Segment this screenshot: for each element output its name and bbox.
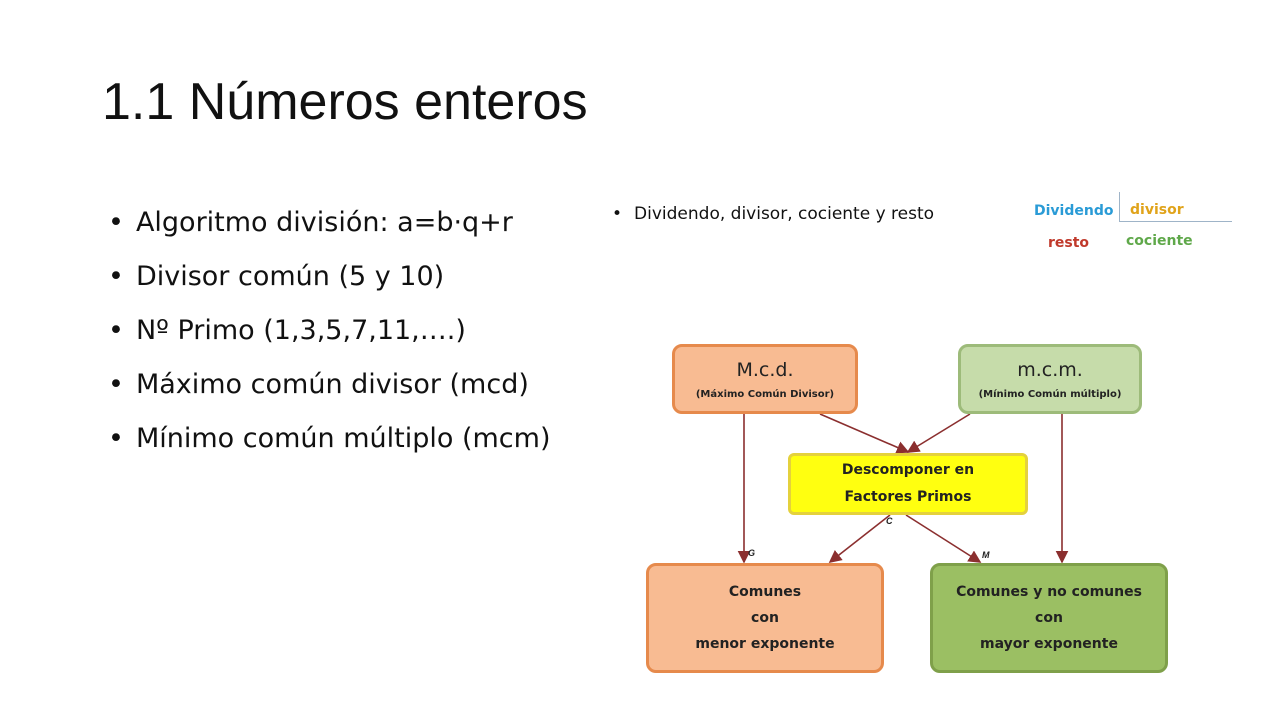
comunes-box: Comunes con menor exponente [646, 563, 884, 673]
no-comunes-line-1: Comunes y no comunes [956, 584, 1142, 600]
bullet-item: Máximo común divisor (mcd) [108, 358, 550, 412]
mcd-subtitle: (Máximo Común Divisor) [695, 388, 835, 400]
bullet-list: Algoritmo división: a=b·q+r Divisor comú… [108, 196, 551, 466]
mcd-title: M.c.d. [736, 358, 794, 381]
descomponer-box: Descomponer en Factores Primos [788, 453, 1028, 515]
mcm-title: m.c.m. [1017, 358, 1083, 381]
dividendo-label: Dividendo [1034, 203, 1114, 219]
bullet-item: Algoritmo división: a=b·q+r [108, 196, 550, 250]
arrow-desc-to-comunes [828, 514, 891, 563]
no-comunes-line-3: mayor exponente [980, 636, 1118, 652]
mcm-subtitle: (Mínimo Común múltiplo) [978, 388, 1122, 400]
bullet-item: Nº Primo (1,3,5,7,11,….) [108, 304, 550, 358]
no-comunes-line-2: con [1035, 610, 1063, 626]
mcd-box: M.c.d. (Máximo Común Divisor) [672, 344, 858, 414]
comunes-line-3: menor exponente [695, 636, 835, 652]
diagram-arrows [737, 413, 1069, 564]
arrow-label-g: G [748, 548, 756, 558]
descomponer-line-2: Factores Primos [844, 489, 972, 505]
division-schema: Dividendo divisor resto cociente [1024, 190, 1234, 256]
descomponer-line-1: Descomponer en [841, 462, 975, 478]
arrow-label-m: M [982, 550, 990, 560]
division-horizontal-line [1120, 221, 1232, 222]
mcm-box: m.c.m. (Mínimo Común múltiplo) [958, 344, 1142, 414]
comunes-line-2: con [751, 610, 779, 626]
bullet-item: Divisor común (5 y 10) [108, 250, 550, 304]
slide-title: 1.1 Números enteros [102, 73, 588, 131]
bullet-item: Mínimo común múltiplo (mcm) [108, 412, 551, 466]
arrow-mcm-to-desc [906, 413, 971, 453]
no-comunes-box: Comunes y no comunes con mayor exponente [930, 563, 1168, 673]
resto-label: resto [1048, 235, 1090, 251]
mcd-mcm-diagram: M.c.d. (Máximo Común Divisor) m.c.m. (Mí… [640, 336, 1180, 682]
arrow-label-c: C [886, 516, 893, 526]
division-vertical-line [1119, 192, 1120, 222]
arrow-desc-to-nocomunes [905, 514, 982, 563]
right-bullet: Dividendo, divisor, cociente y resto [612, 204, 934, 224]
divisor-label: divisor [1130, 202, 1184, 218]
arrow-mcd-to-desc [819, 413, 910, 454]
cociente-label: cociente [1126, 233, 1193, 249]
comunes-line-1: Comunes [728, 584, 802, 600]
